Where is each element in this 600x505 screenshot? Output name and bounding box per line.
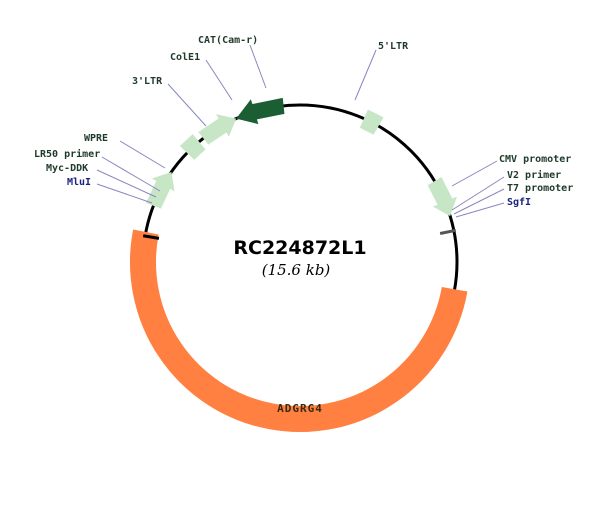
label-5ltr: 5'LTR — [378, 41, 409, 52]
leader-mlui — [96, 183, 153, 204]
label-lr50-primer: LR50 primer — [34, 148, 100, 160]
leader-cat — [249, 44, 267, 89]
leader-sgfi — [455, 202, 505, 218]
leader-5ltr — [354, 49, 377, 101]
leader-wpre — [119, 140, 166, 169]
label-v2-primer: V2 primer — [507, 169, 561, 181]
site-mlui-tick — [142, 234, 160, 240]
leader-lines — [96, 44, 505, 218]
gene-label: ADGRG4 — [277, 402, 323, 415]
label-t7-promoter: T7 promoter — [507, 183, 573, 194]
feature-cole1 — [198, 114, 237, 145]
feature-wpre — [145, 171, 175, 209]
label-cmv-promoter: CMV promoter — [499, 154, 571, 165]
leader-cole1 — [205, 59, 233, 101]
leader-mycddk — [96, 169, 157, 198]
leader-t7 — [453, 188, 505, 215]
feature-3ltr — [179, 134, 206, 160]
label-myc-ddk: Myc-DDK — [46, 163, 88, 174]
leader-3ltr — [167, 83, 207, 127]
feature-5ltr — [359, 109, 384, 135]
label-cole1: ColE1 — [170, 52, 200, 63]
site-sgfi-tick — [439, 228, 457, 235]
label-sgfi: SgfI — [507, 197, 531, 208]
gene-insert-arc — [130, 229, 468, 432]
plasmid-name: RC224872L1 — [233, 237, 366, 259]
feature-cmv-promoter — [427, 177, 457, 217]
leader-lr50 — [101, 156, 161, 192]
feature-cat — [236, 97, 285, 125]
label-cat: CAT(Cam-r) — [198, 35, 258, 46]
label-3ltr: 3'LTR — [132, 76, 163, 87]
leader-cmv — [451, 160, 498, 187]
plasmid-size: (15.6 kb) — [262, 261, 331, 279]
label-wpre: WPRE — [84, 133, 108, 144]
leader-v2 — [451, 176, 505, 211]
label-mlui: MluI — [67, 177, 91, 188]
